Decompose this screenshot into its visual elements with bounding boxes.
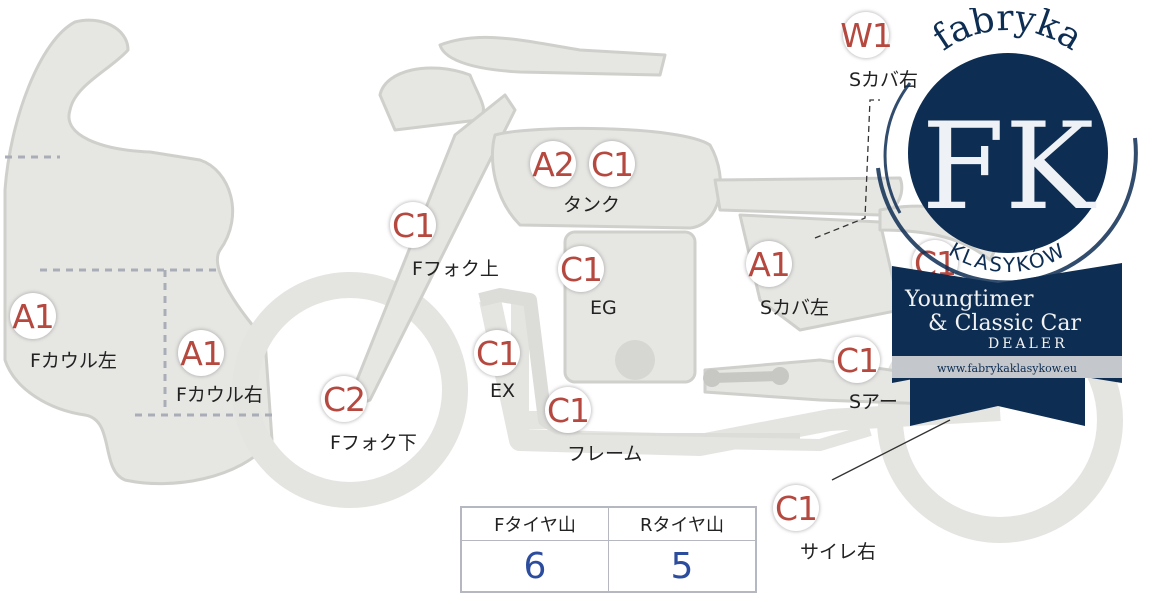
grade-badge: C1 (390, 202, 436, 248)
grade-badge: C1 (545, 387, 591, 433)
grade-badge: C1 (834, 337, 880, 383)
leader-lines (814, 99, 951, 481)
banner-line3: DEALER (988, 336, 1068, 352)
grade-badge: C1 (474, 330, 520, 376)
grade-badge: C1 (558, 246, 604, 292)
grade-badge: A1 (746, 241, 792, 287)
logo-monogram: FK (922, 98, 1097, 237)
grade-badge: A1 (178, 330, 224, 376)
cowl-section-lines (5, 155, 272, 417)
logo-disc (908, 53, 1108, 253)
grade-badge: W1 (840, 12, 893, 58)
logo-top-text: fabryka (926, 8, 1090, 59)
grade-badge: C1 (773, 485, 819, 531)
rear-tire-value: 5 (608, 540, 757, 593)
part-label: EG (590, 297, 617, 319)
dealer-watermark-logo: fabryka FK KLASYKÓW Youngtimer & Classic… (876, 8, 1138, 426)
rear-tire-header: Rタイヤ山 (608, 506, 757, 541)
part-label: Fカウル左 (30, 350, 117, 372)
front-fork (343, 93, 517, 412)
grade-badge: A1 (10, 293, 56, 339)
handlebar (378, 66, 485, 132)
front-tire-header: Fタイヤ山 (460, 506, 609, 541)
banner-url: www.fabrykaklasykow.eu (937, 362, 1077, 375)
part-label: サイレ右 (800, 541, 877, 563)
grade-badge: C2 (321, 376, 367, 422)
dealer-banner (892, 263, 1122, 383)
grade-badge: C1 (589, 141, 635, 187)
tire-value-row: 6 5 (460, 540, 757, 593)
grade-badge: A2 (530, 141, 576, 187)
part-label: フレーム (567, 443, 643, 465)
part-label: タンク (563, 194, 621, 216)
banner-line2: & Classic Car (928, 311, 1081, 336)
part-label: Fフォク下 (330, 432, 417, 454)
part-label: Sカバ右 (849, 69, 919, 91)
front-tire-value: 6 (460, 540, 609, 593)
part-label: Sアー (849, 391, 898, 413)
front-wheel (232, 272, 468, 508)
banner-line1: Youngtimer (904, 287, 1034, 312)
tire-header-row: Fタイヤ山 Rタイヤ山 (460, 506, 757, 541)
part-label: Fフォク上 (412, 258, 499, 280)
part-label: Sカバ左 (760, 297, 830, 319)
tire-tread-table: Fタイヤ山 Rタイヤ山 6 5 (460, 506, 757, 593)
part-label: EX (490, 380, 516, 402)
part-label: Fカウル右 (176, 384, 263, 406)
